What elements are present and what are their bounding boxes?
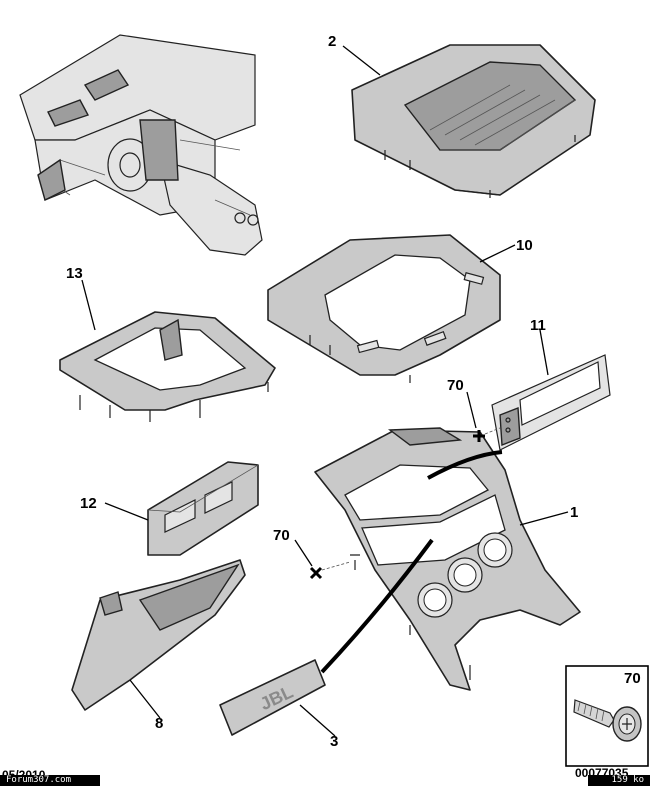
part-8-lower-side-panel: [71, 559, 246, 711]
dashboard-overview: [19, 34, 263, 256]
leader-2: [342, 45, 381, 76]
callout-10: 10: [516, 237, 533, 254]
screw-marker-lower: [309, 561, 351, 580]
file-size-bar: 159 ko: [588, 775, 650, 786]
part-10-display-frame: [267, 234, 501, 383]
watermark-bar: Forum307.com: [0, 775, 100, 786]
callout-13: 13: [66, 265, 83, 282]
callout-70-box: 70: [624, 670, 641, 687]
leader-3: [299, 704, 336, 737]
part-13-console-surround: [59, 311, 276, 422]
callout-3: 3: [330, 733, 338, 750]
leader-1: [519, 511, 569, 526]
leader-70b: [294, 539, 313, 567]
callout-1: 1: [570, 504, 578, 521]
part-1-centre-console: [314, 427, 581, 691]
leader-12: [104, 502, 149, 521]
callout-70-upper: 70: [447, 377, 464, 394]
callout-70-lower: 70: [273, 527, 290, 544]
screw-icon: [573, 699, 642, 742]
part-2-upper-tray: [351, 44, 596, 198]
leader-70a: [466, 391, 477, 429]
part-3-jbl-badge: JBL: [219, 659, 326, 736]
leader-8: [129, 679, 161, 719]
leader-13: [81, 279, 96, 331]
fastener-70-detail-box: 70: [565, 665, 649, 767]
callout-8: 8: [155, 715, 163, 732]
leader-11: [539, 329, 549, 376]
callout-2: 2: [328, 33, 336, 50]
screw-marker-upper: [473, 427, 501, 442]
part-11-display-unit: [491, 354, 611, 451]
part-12-switch-panel: [147, 461, 259, 556]
leader-10: [479, 244, 516, 263]
callout-12: 12: [80, 495, 97, 512]
callout-11: 11: [530, 317, 546, 334]
